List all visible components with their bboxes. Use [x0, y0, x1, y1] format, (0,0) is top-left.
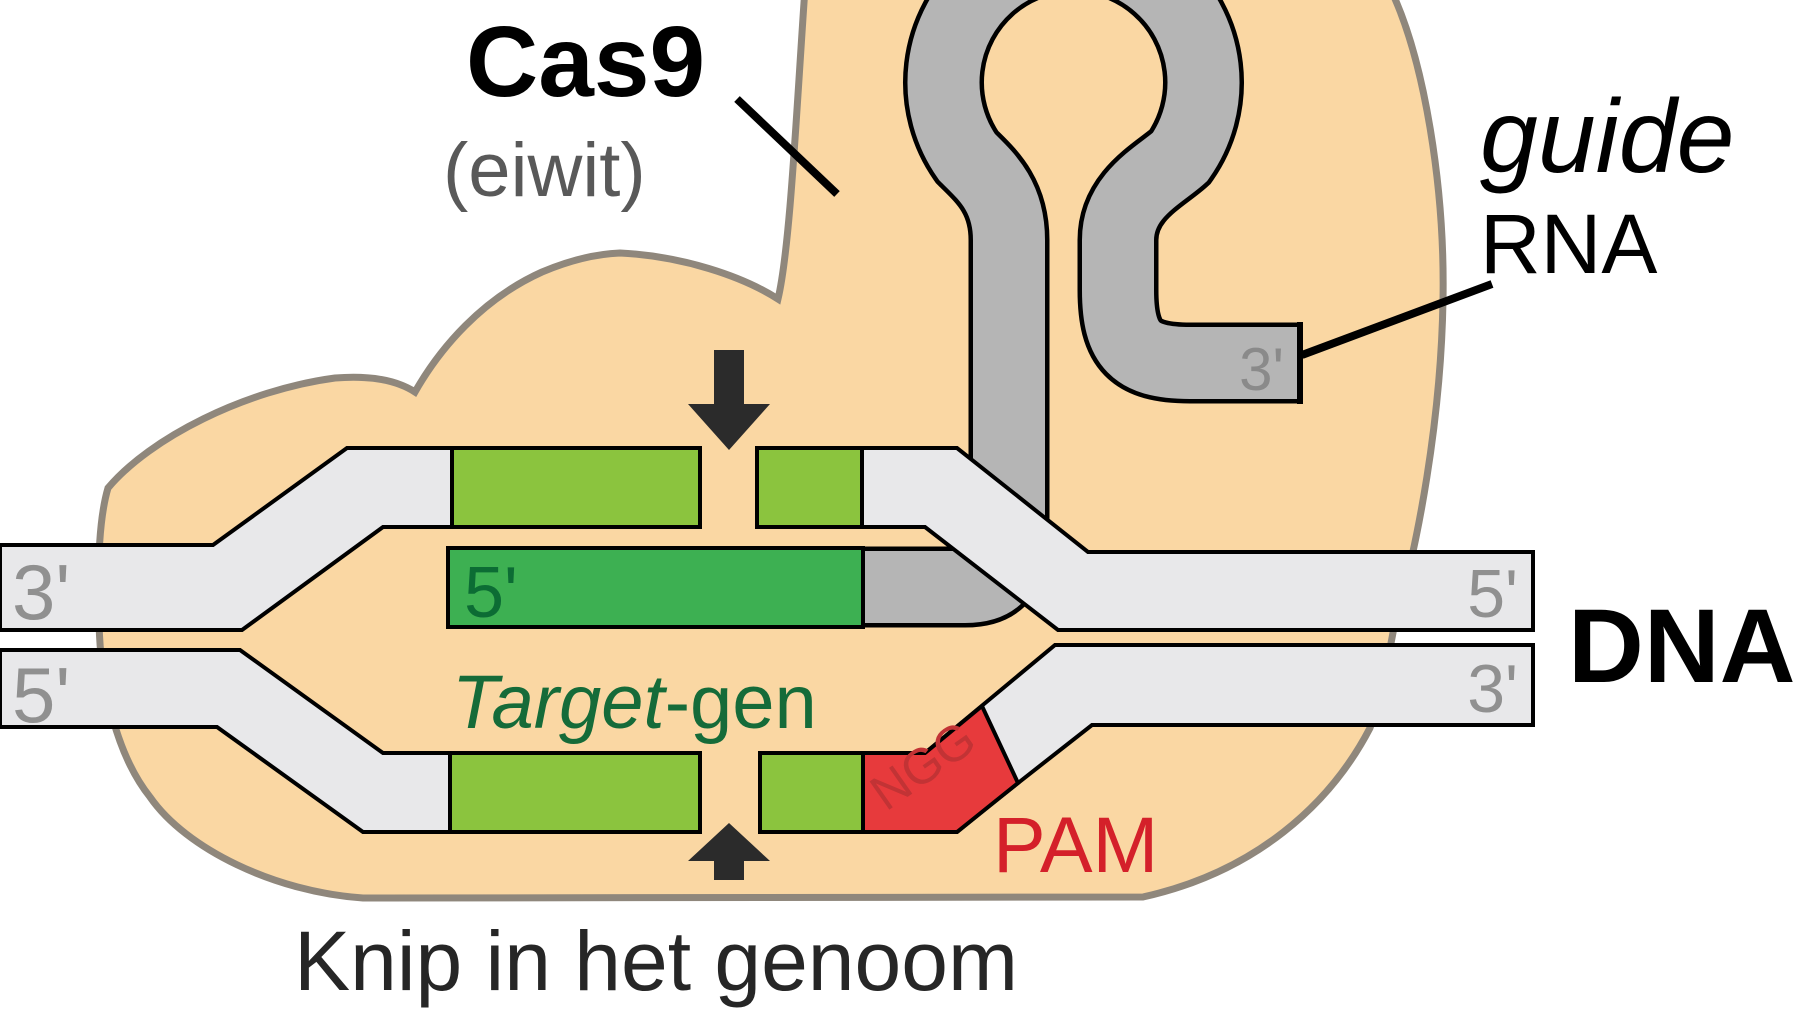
guide-rna-label-rest: RNA	[1480, 197, 1657, 291]
right-top-strand-5prime-label: 5'	[1467, 556, 1518, 632]
right-bottom-strand-3prime-label: 3'	[1467, 651, 1518, 727]
cut-arrow-up-icon	[688, 823, 770, 880]
rna-3prime-label: 3'	[1239, 336, 1284, 403]
guide-rna-pointer-line	[1300, 280, 1494, 359]
rna-3prime-end-cap	[1297, 322, 1303, 404]
cas9-title: Cas9	[466, 6, 705, 118]
cas9-subtitle: (eiwit)	[443, 128, 646, 213]
cut-arrow-down-icon	[688, 350, 770, 450]
rna-spacer-segment: 5'	[446, 546, 865, 633]
dna-match-segment-lower-left	[448, 751, 702, 834]
target-gene-label: Target-gen	[452, 660, 817, 745]
dna-match-segment-upper-right	[755, 446, 864, 529]
caption-cut-in-genome: Knip in het genoom	[294, 914, 1018, 1008]
guide-rna-label-italic: guide	[1480, 79, 1734, 195]
pam-label: PAM	[993, 800, 1158, 889]
guide-rna-strand: 3'	[855, 0, 1303, 628]
left-top-strand-3prime-label: 3'	[12, 548, 70, 636]
dna-match-segment-upper-left	[450, 446, 702, 529]
dna-match-segment-lower-right	[758, 751, 865, 834]
left-bottom-strand-5prime-label: 5'	[12, 651, 70, 739]
spacer-5prime-label: 5'	[464, 553, 518, 633]
cas9-pointer-line	[734, 96, 840, 197]
dna-label: DNA	[1568, 588, 1795, 705]
